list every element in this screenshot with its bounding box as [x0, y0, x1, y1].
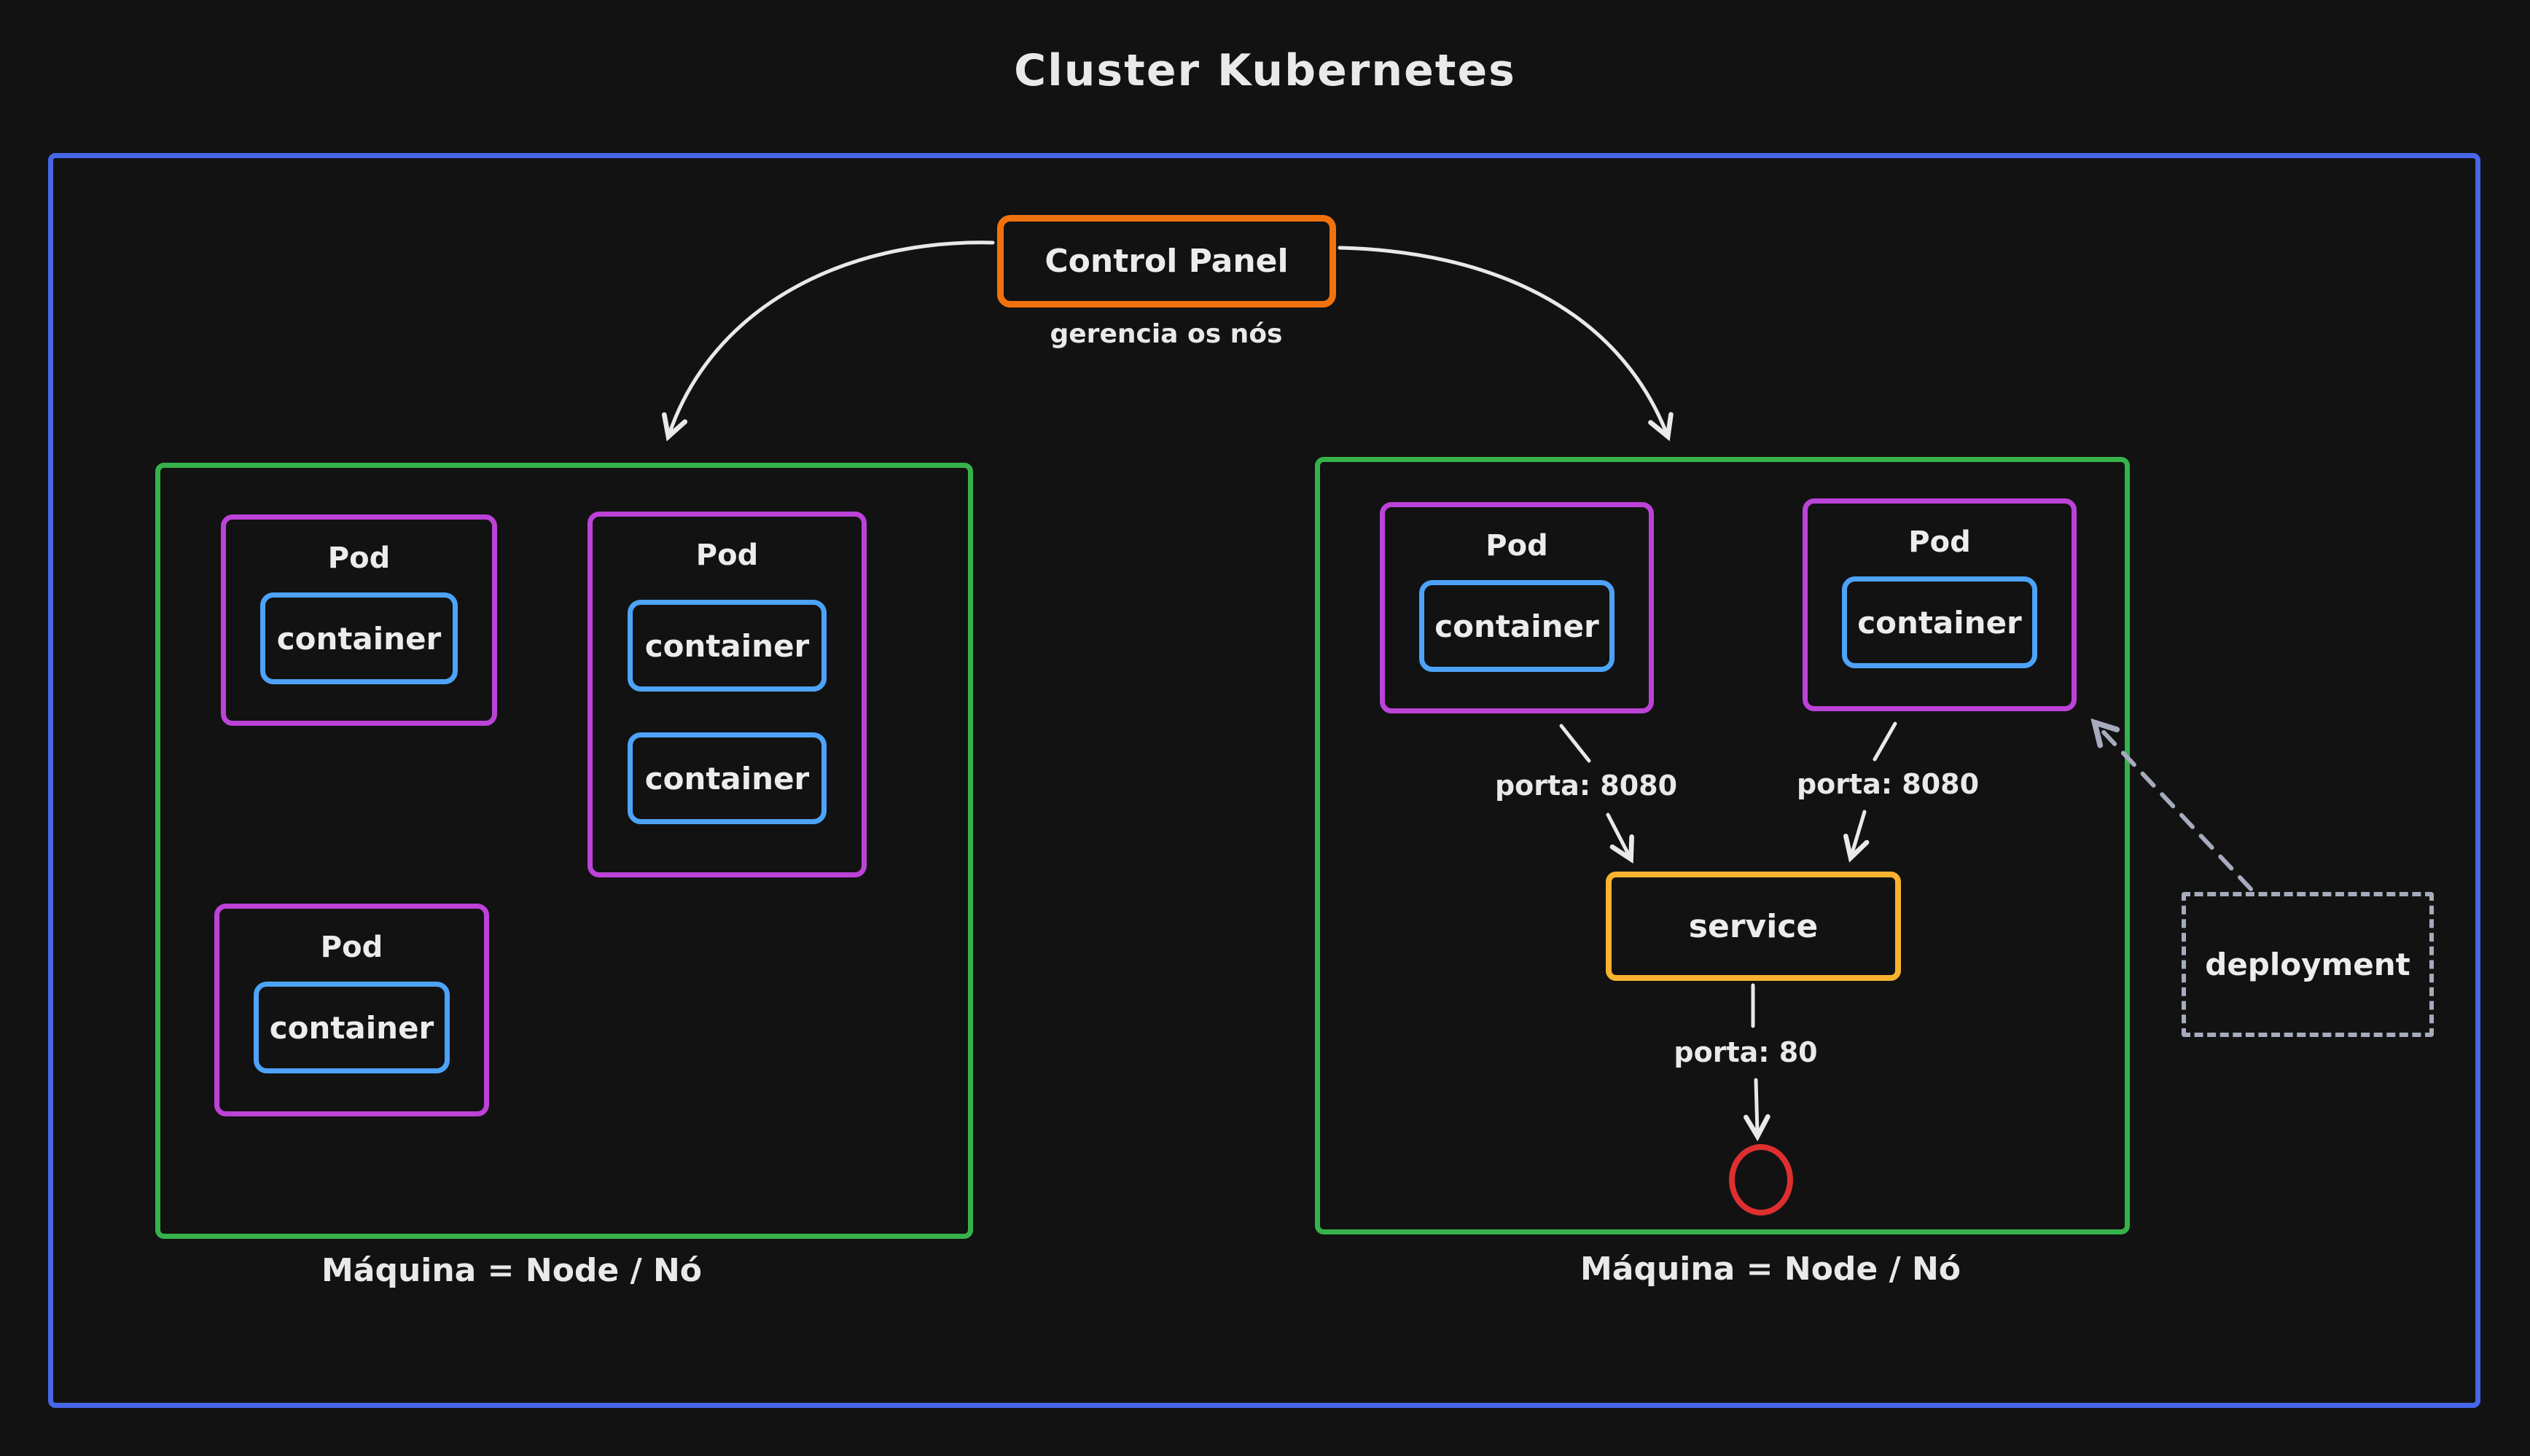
control-panel-label: Control Panel	[1045, 243, 1288, 280]
port-label-8080-right: porta: 8080	[1742, 768, 2034, 800]
deployment-label: deployment	[2205, 947, 2410, 982]
container-label: container	[277, 621, 442, 657]
node-caption-right: Máquina = Node / Nó	[1479, 1250, 2062, 1288]
service-box: service	[1606, 872, 1901, 981]
container-label: container	[1434, 608, 1599, 644]
port-label-80: porta: 80	[1600, 1036, 1891, 1068]
container-box: container	[1842, 576, 2037, 668]
deployment-box: deployment	[2182, 892, 2434, 1037]
control-panel-caption: gerencia os nós	[948, 319, 1385, 349]
pod-title: Pod	[696, 539, 758, 572]
container-box: container	[628, 600, 827, 692]
pod: Pod container	[221, 514, 497, 726]
pod-title: Pod	[321, 931, 383, 964]
pod: Pod container	[1380, 502, 1654, 713]
node-caption-left: Máquina = Node / Nó	[220, 1252, 803, 1289]
container-label: container	[1857, 605, 2022, 641]
container-box: container	[254, 982, 450, 1073]
container-label: container	[270, 1010, 434, 1046]
pod-title: Pod	[1485, 529, 1547, 563]
container-label: container	[645, 761, 810, 797]
endpoint-circle	[1729, 1144, 1793, 1216]
control-panel-box: Control Panel	[997, 215, 1336, 308]
pod: Pod container	[214, 904, 489, 1116]
pod: Pod container container	[587, 512, 867, 877]
service-label: service	[1689, 908, 1818, 945]
container-box: container	[628, 732, 827, 824]
container-box: container	[1419, 580, 1615, 672]
container-label: container	[645, 628, 810, 664]
container-box: container	[260, 592, 457, 684]
pod-title: Pod	[1908, 525, 1970, 559]
pod-title: Pod	[328, 541, 390, 575]
pod: Pod container	[1803, 498, 2077, 711]
diagram-title: Cluster Kubernetes	[0, 45, 2530, 96]
port-label-8080-left: porta: 8080	[1440, 770, 1732, 802]
